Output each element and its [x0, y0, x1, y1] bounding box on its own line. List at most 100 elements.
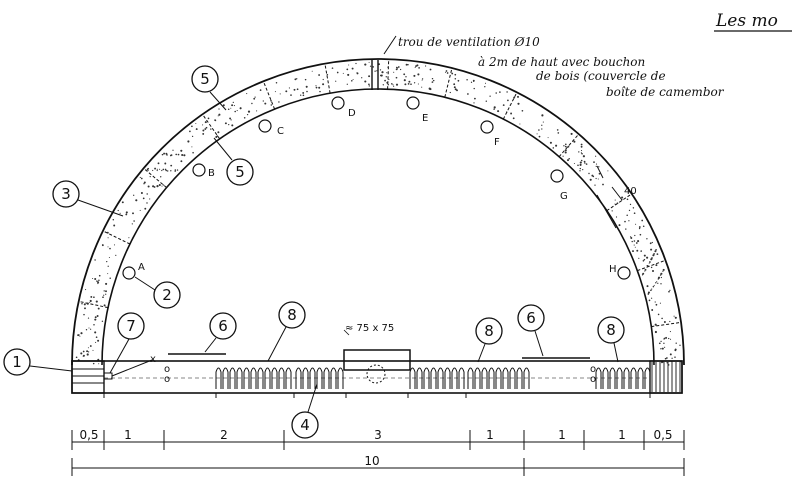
stipple-dot [227, 108, 230, 111]
stored-item [602, 367, 609, 389]
stipple-dot [364, 63, 367, 66]
stipple-dot [413, 74, 416, 77]
stipple-dot [105, 282, 108, 285]
dim-segment-3: 2 [220, 428, 228, 442]
stipple-dot [274, 91, 276, 93]
position-letter-b: B [208, 168, 215, 179]
arch-outer-edge [71, 58, 685, 366]
stipple-dot [633, 244, 635, 246]
stipple-dot [653, 253, 655, 255]
stipple-dot [592, 175, 595, 178]
stored-item [222, 367, 229, 389]
stipple-dot [654, 301, 656, 303]
stipple-dot [653, 284, 655, 286]
stipple-dot [183, 154, 186, 157]
stipple-dot [397, 66, 400, 68]
stored-item [444, 367, 451, 389]
stipple-dot [318, 86, 321, 89]
stipple-dot [649, 242, 652, 245]
stipple-dot [75, 356, 78, 359]
floor-ticks [103, 393, 651, 398]
stored-item [437, 367, 444, 389]
stipple-dot [352, 78, 354, 81]
position-circle-d [331, 96, 345, 110]
stored-item [295, 367, 302, 389]
stipple-dot [191, 125, 193, 128]
callout-leader-7b [111, 359, 153, 377]
stored-item [215, 367, 222, 389]
stipple-dot [669, 338, 672, 340]
position-letter-h: H [609, 264, 617, 275]
stored-item [509, 367, 516, 389]
callout-circle-5b [226, 158, 254, 186]
stipple-dot [417, 83, 419, 85]
stipple-dot [660, 276, 663, 279]
stipple-dot [675, 342, 677, 344]
stipple-dot [107, 273, 109, 275]
stipple-dot [322, 83, 325, 86]
stipple-dot [445, 70, 448, 72]
position-letter-g: G [560, 191, 568, 202]
stipple-dot [228, 123, 230, 126]
stipple-dot [577, 164, 579, 167]
stipple-dot [666, 357, 668, 359]
stipple-dot [156, 168, 158, 170]
stipple-dot [432, 79, 435, 82]
stipple-dot [191, 146, 193, 148]
stipple-dot [322, 78, 324, 81]
callout-number-6b: 6 [526, 309, 536, 327]
stipple-dot [674, 356, 676, 358]
stipple-dot [580, 143, 583, 146]
stipple-dot [573, 140, 576, 143]
stipple-dot [392, 84, 394, 86]
stipple-dot [632, 207, 635, 209]
stipple-dot [580, 145, 583, 148]
cross-mark: x [150, 354, 156, 365]
stipple-dot [454, 88, 457, 91]
stipple-dot [621, 196, 624, 199]
stipple-dot [391, 83, 393, 85]
stipple-dot [648, 262, 650, 264]
callout-leader-5a [209, 91, 227, 111]
callout-circle-5a [191, 65, 219, 93]
stipple-dot [204, 128, 207, 130]
stipple-dot [598, 172, 601, 175]
stipple-dot [96, 315, 99, 317]
stipple-dot [393, 71, 395, 73]
stipple-dot [381, 71, 384, 74]
dim-segment-5: 1 [486, 428, 494, 442]
stipple-dot [170, 170, 172, 172]
stipple-dot [369, 65, 372, 67]
stipple-dot [642, 260, 645, 262]
callout-leader-4 [307, 383, 318, 413]
stipple-dot [484, 86, 486, 88]
stipple-dot [446, 72, 449, 74]
stipple-dot [660, 340, 662, 343]
stipple-dot [567, 145, 570, 148]
stipple-dot [655, 249, 657, 251]
stipple-dot [162, 184, 165, 186]
stipple-dot [470, 81, 473, 83]
stipple-dot [602, 183, 604, 186]
stipple-dot [652, 254, 655, 257]
stipple-dot [161, 169, 163, 172]
stipple-dot [660, 348, 662, 350]
arch-joint [78, 300, 109, 309]
stipple-dot [247, 110, 251, 113]
stipple-dot [387, 83, 390, 86]
stipple-dot [233, 105, 235, 107]
stipple-dot [175, 153, 178, 156]
stipple-dot [654, 323, 657, 326]
stored-item [430, 367, 437, 389]
stipple-dot [149, 198, 151, 200]
stipple-dot [564, 149, 567, 152]
stipple-dot [218, 108, 220, 110]
stipple-dot [595, 155, 597, 157]
dim-segment-7: 1 [618, 428, 626, 442]
stipple-dot [285, 90, 288, 93]
stipple-dot [663, 321, 666, 323]
stipple-dot [172, 149, 174, 151]
stipple-dot [336, 71, 339, 74]
stored-item [644, 367, 651, 389]
stipple-dot [278, 101, 280, 103]
